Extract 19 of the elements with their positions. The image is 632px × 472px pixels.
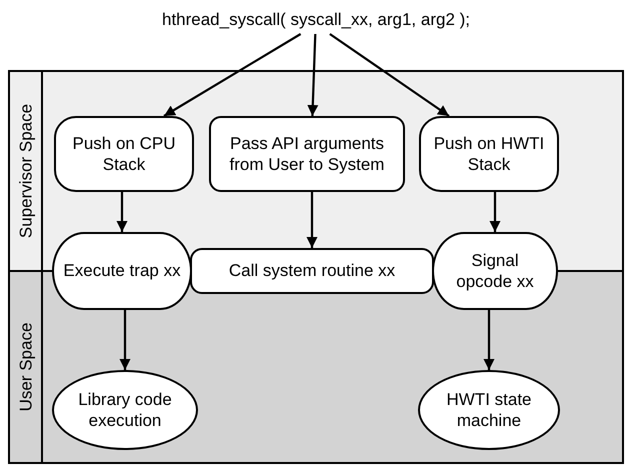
arrow [307, 34, 318, 116]
process-box: Pass API arguments from User to System [209, 116, 405, 192]
terminal-box: Execute trap xx [52, 232, 192, 310]
region-label: Supervisor Space [15, 104, 36, 238]
code-text: hthread_syscall( syscall_xx, arg1, arg2 ); [162, 9, 470, 31]
arrow [120, 310, 130, 370]
arrow [490, 192, 500, 232]
arrow [329, 33, 450, 117]
process-box: Push on HWTI Stack [419, 116, 559, 192]
arrow [306, 192, 318, 248]
arrow [116, 192, 128, 232]
terminal-box: Signal opcode xx [432, 232, 558, 310]
arrow [163, 33, 302, 117]
process-box: Push on CPU Stack [54, 116, 194, 192]
ellipse-node: Library code execution [52, 370, 198, 450]
ellipse-node: HWTI state machine [418, 370, 560, 450]
arrow [484, 310, 494, 370]
region-label: User Space [15, 322, 36, 412]
process-box: Call system routine xx [190, 248, 434, 294]
